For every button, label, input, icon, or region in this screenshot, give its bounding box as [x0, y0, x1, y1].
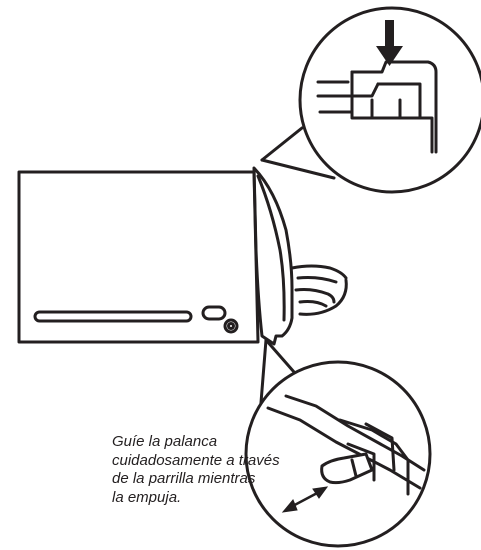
lower-callout [244, 338, 432, 548]
finger-3 [298, 300, 328, 308]
callout-upper-pointer-b [260, 158, 336, 180]
control-knob-center [227, 322, 235, 330]
control-knob [223, 318, 239, 334]
bracket-inner [376, 82, 422, 120]
bracket-ribs [370, 98, 402, 120]
bracket-top [350, 60, 438, 154]
door-outline [252, 166, 294, 346]
caption-line-2: cuidadosamente a través [112, 451, 280, 469]
hand-palm [298, 278, 348, 316]
finger-2 [294, 288, 336, 304]
double-headed-arrow-icon [281, 486, 329, 513]
bracket-step [350, 82, 380, 98]
lever-detail [350, 458, 358, 478]
door-panel [252, 166, 294, 346]
grill-inner [364, 422, 396, 472]
down-arrow-icon [376, 20, 403, 66]
appliance-front [17, 170, 260, 344]
hand [290, 264, 348, 316]
caption-line-4: la empuja. [112, 488, 182, 506]
finger-1 [296, 276, 338, 284]
callout-upper-pointer-a [260, 126, 304, 162]
grill-frame [338, 418, 410, 496]
grill-line-1 [266, 406, 422, 490]
caption-line-3: de la parrilla mientras [112, 470, 256, 487]
instruction-caption: Guíe la palanca cuidadosamente a través … [112, 433, 282, 507]
door-inner-edge [256, 174, 286, 322]
lever [320, 452, 374, 485]
hand-top [290, 264, 348, 280]
detail-circle-bottom [244, 360, 432, 548]
control-button [201, 305, 227, 321]
grill-slot [346, 442, 376, 482]
appliance-slot [33, 310, 193, 323]
upper-callout [260, 6, 481, 194]
caption-line-1: Guíe la palanca [112, 433, 218, 450]
